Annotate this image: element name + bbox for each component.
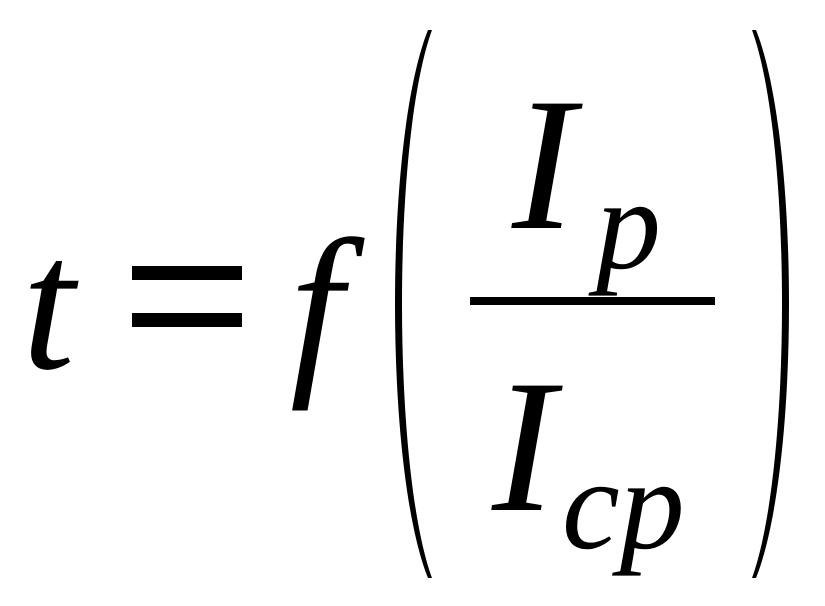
right-parenthesis [752, 30, 789, 578]
denominator-subscript-cp: cp [562, 433, 685, 577]
fraction-bar [470, 297, 715, 305]
denominator-I: I [492, 342, 556, 552]
numerator-I: I [512, 60, 576, 270]
variable-t: t [22, 200, 75, 410]
numerator-subscript-p: p [596, 153, 661, 297]
equals-bar-bottom [132, 313, 242, 327]
left-parenthesis [395, 30, 432, 578]
right-parenthesis-path [752, 30, 789, 578]
equals-bar-top [132, 266, 242, 280]
function-f: f [290, 202, 343, 412]
left-parenthesis-path [395, 30, 432, 578]
